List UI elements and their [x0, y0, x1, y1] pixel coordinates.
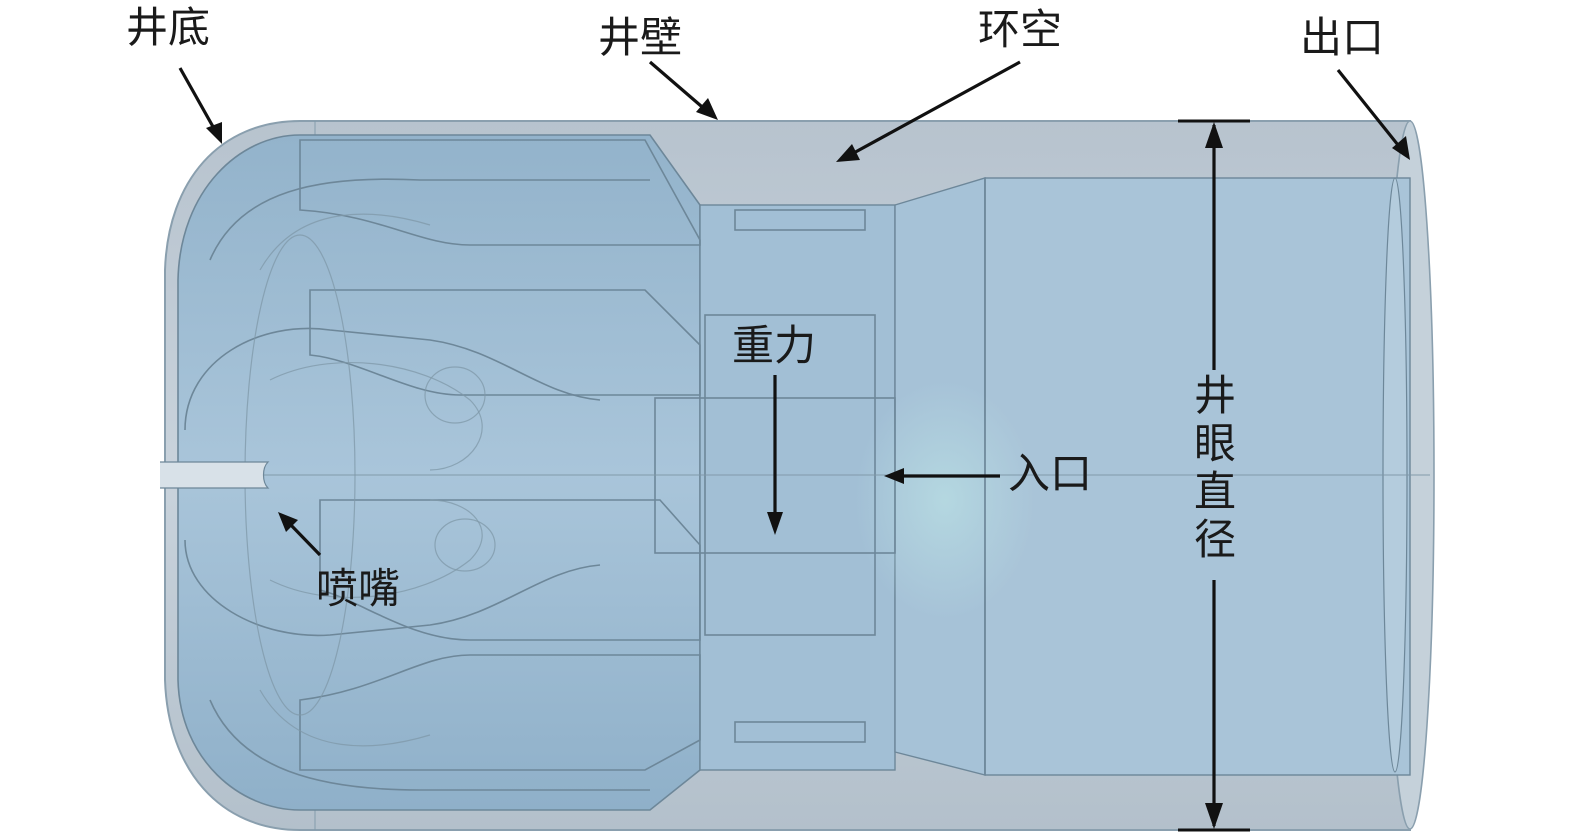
bottom-arrow: [178, 67, 218, 133]
annulus-arrow: [849, 60, 1021, 157]
outlet-arrow: [1336, 69, 1404, 151]
wall-arrow: [648, 60, 710, 114]
label-diameter-3: 直: [1194, 467, 1236, 516]
bit-blades: [160, 139, 1430, 791]
label-outlet: 出口: [1300, 13, 1384, 62]
label-diameter-1: 井: [1194, 371, 1236, 420]
label-gravity: 重力: [732, 321, 816, 370]
diameter-dimension: [1178, 119, 1250, 832]
label-bottom: 井底: [126, 3, 210, 52]
label-wall: 井壁: [598, 13, 682, 62]
label-diameter-4: 径: [1194, 515, 1236, 564]
label-nozzle: 喷嘴: [316, 564, 400, 613]
label-diameter-2: 眼: [1194, 419, 1236, 468]
labels: 井底 井壁 环空 出口 重力 入口 喷嘴 井 眼 直 径: [126, 3, 1384, 613]
nozzle-arrow: [286, 520, 322, 557]
label-inlet: 入口: [1008, 449, 1092, 498]
label-annulus: 环空: [978, 5, 1062, 54]
leader-arrows: [178, 60, 1410, 557]
